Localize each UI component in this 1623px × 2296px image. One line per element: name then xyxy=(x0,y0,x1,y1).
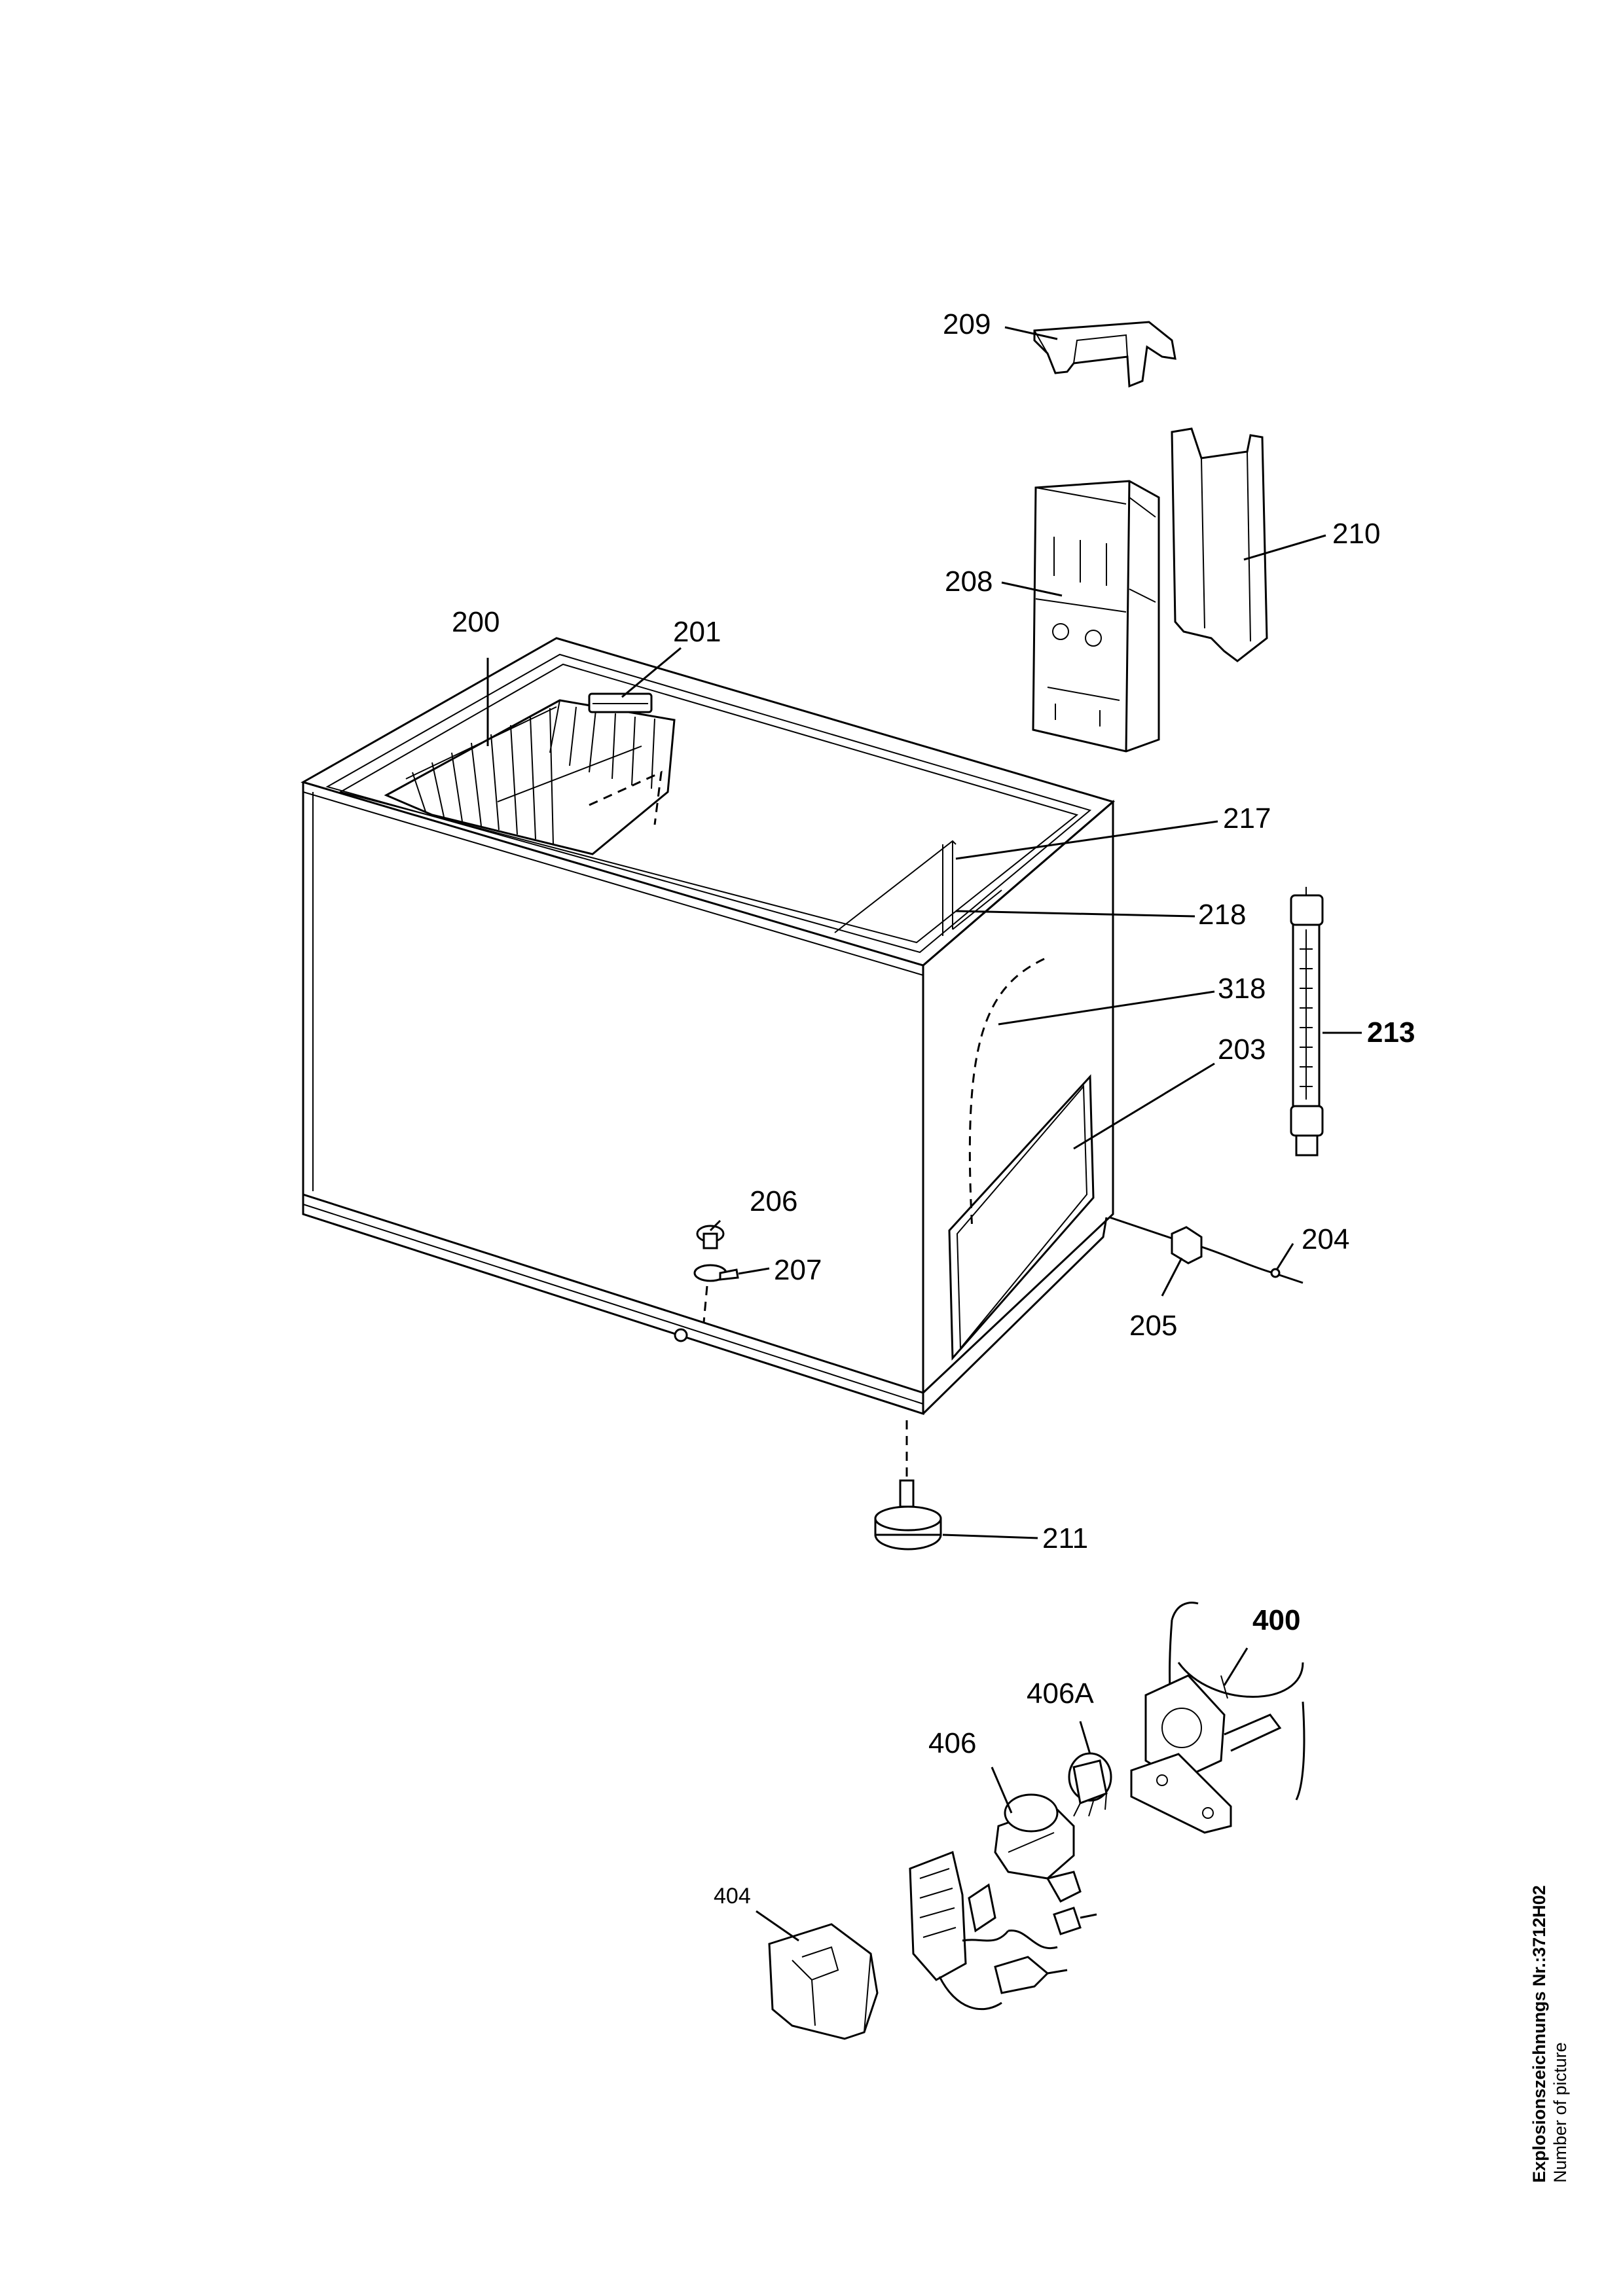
part-labels: 209 210 208 200 201 217 218 318 203 213 … xyxy=(452,308,1415,1909)
label-318: 318 xyxy=(1218,973,1266,1005)
leader-208 xyxy=(1001,581,1063,597)
leader-210 xyxy=(1243,534,1326,561)
label-400: 400 xyxy=(1252,1604,1300,1636)
leader-217 xyxy=(955,820,1218,860)
part-205-connector xyxy=(1109,1216,1203,1265)
part-201-hinge xyxy=(588,692,653,713)
leader-318 xyxy=(998,990,1215,1026)
part-210-panel xyxy=(1171,427,1268,662)
part-400-compressor xyxy=(1130,1602,1305,1834)
label-404: 404 xyxy=(714,1884,751,1909)
part-318-tube xyxy=(968,958,1045,1231)
part-213-thermometer xyxy=(1290,887,1324,1157)
label-205: 205 xyxy=(1129,1310,1177,1342)
label-217: 217 xyxy=(1223,802,1271,834)
leader-203 xyxy=(1073,1062,1215,1150)
basket-wires xyxy=(412,706,655,845)
label-208: 208 xyxy=(945,565,993,598)
leader-209 xyxy=(1004,326,1058,340)
side-caption: Explosionszeichnungs Nr.:3712H02 Number … xyxy=(1529,1885,1570,2183)
leader-406 xyxy=(991,1767,1013,1814)
leader-206 xyxy=(709,1219,721,1232)
label-200: 200 xyxy=(452,606,500,638)
part-203-grille xyxy=(948,1074,1095,1361)
label-218: 218 xyxy=(1198,899,1246,931)
label-209: 209 xyxy=(943,308,991,340)
part-200-basket xyxy=(384,699,676,855)
leader-404 xyxy=(756,1910,799,1942)
label-204: 204 xyxy=(1302,1223,1349,1255)
leader-207 xyxy=(738,1267,770,1275)
part-204-cable xyxy=(1201,1246,1304,1284)
part-208-housing xyxy=(1032,480,1160,753)
leader-211 xyxy=(942,1534,1038,1539)
part-206-lock xyxy=(696,1225,725,1249)
leader-201 xyxy=(621,647,682,698)
leader-218 xyxy=(955,910,1195,918)
side-caption-subtitle: Number of picture xyxy=(1550,2042,1570,2183)
label-207: 207 xyxy=(774,1254,822,1286)
label-210: 210 xyxy=(1332,518,1380,550)
leader-lines xyxy=(486,326,1362,1942)
leader-205 xyxy=(1161,1257,1183,1297)
part-chest-body xyxy=(301,637,1116,1416)
leader-406a xyxy=(1079,1721,1091,1755)
part-406a-relay-cap xyxy=(1068,1752,1112,1817)
label-211: 211 xyxy=(1042,1522,1088,1554)
label-213: 213 xyxy=(1367,1016,1415,1049)
label-203: 203 xyxy=(1218,1033,1266,1066)
part-relay-bracket xyxy=(909,1850,1097,2011)
part-404-cover xyxy=(768,1923,879,2040)
leader-400 xyxy=(1223,1647,1249,1686)
label-206: 206 xyxy=(750,1185,797,1217)
part-211-foot xyxy=(874,1420,942,1551)
leader-204 xyxy=(1275,1243,1294,1270)
part-406-relay xyxy=(994,1793,1082,1903)
part-207-key xyxy=(674,1264,739,1342)
part-209-cover xyxy=(1033,321,1176,388)
side-caption-title: Explosionszeichnungs Nr.:3712H02 xyxy=(1529,1885,1549,2183)
label-406a: 406A xyxy=(1027,1677,1094,1710)
label-406: 406 xyxy=(928,1727,976,1759)
label-201: 201 xyxy=(673,616,721,648)
